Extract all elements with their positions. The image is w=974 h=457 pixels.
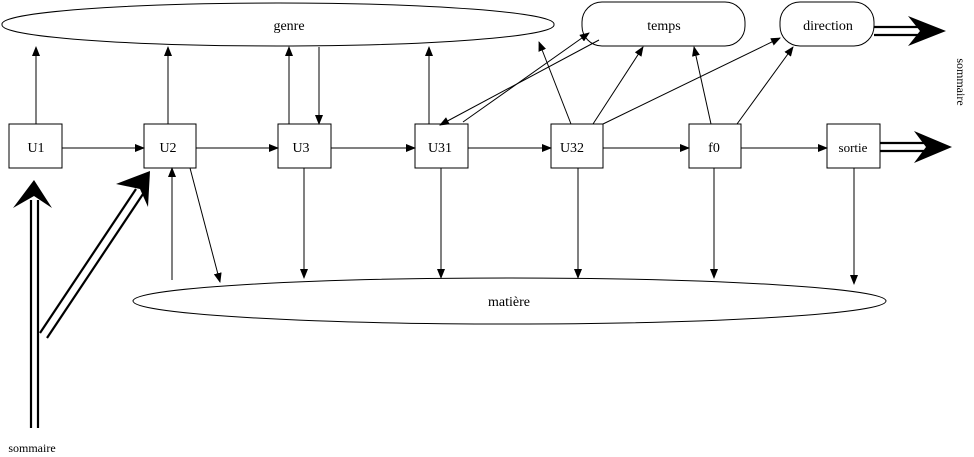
u32-box	[550, 123, 604, 169]
temps-label: temps	[647, 19, 680, 34]
sommaire-input-arrow-u1	[13, 180, 52, 428]
u2-label: U2	[159, 141, 176, 156]
matiere-label: matière	[488, 295, 530, 310]
sommaire-bottom-label: sommaire	[8, 441, 55, 455]
u1-box	[8, 123, 63, 169]
genre-region	[1, 2, 555, 47]
u1-label: U1	[27, 141, 44, 156]
u3-label: U3	[292, 141, 309, 156]
u2-box	[143, 123, 197, 169]
sommaire-right-label: sommaire	[954, 58, 968, 105]
arrow-u32-genre	[538, 41, 572, 125]
arrow-u2-matiere	[189, 167, 222, 283]
direction-region	[779, 1, 875, 47]
genre-label: genre	[273, 19, 304, 34]
arrow-u31-temps	[462, 32, 590, 123]
sommaire-input-arrow-u2	[39, 171, 150, 339]
sortie-label: sortie	[839, 140, 868, 155]
direction-output-arrow	[874, 16, 946, 46]
arrow-u32-direction	[602, 37, 781, 125]
direction-label: direction	[803, 19, 853, 34]
f0-box	[688, 123, 742, 169]
temps-region	[581, 1, 746, 47]
u32-label: U32	[560, 141, 584, 156]
matiere-region	[132, 277, 887, 325]
arrow-f0-direction	[736, 46, 794, 125]
u31-label: U31	[428, 141, 452, 156]
f0-label: f0	[708, 141, 720, 156]
arrow-f0-temps	[692, 46, 712, 125]
arrow-temps-u31	[439, 39, 600, 126]
sortie-output-arrow	[880, 131, 952, 163]
arrow-u32-temps	[592, 46, 644, 125]
